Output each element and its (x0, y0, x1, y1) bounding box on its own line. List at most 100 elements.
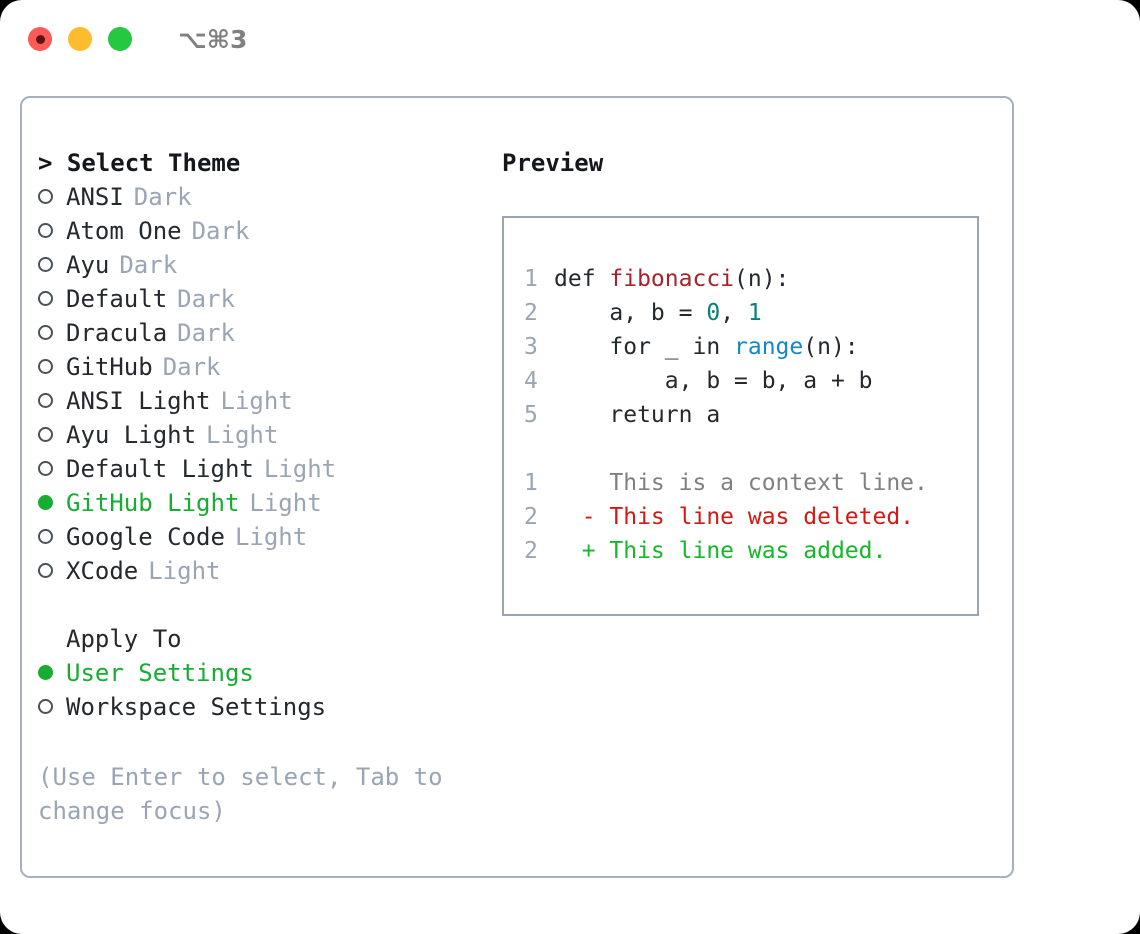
select-theme-header: > Select Theme (38, 149, 241, 177)
theme-item-label: Default (66, 285, 168, 313)
theme-variant-badge: Dark (133, 183, 192, 211)
keyboard-hint-line-1: (Use Enter to select, Tab to (38, 763, 443, 791)
theme-item[interactable]: Dracula Dark (38, 316, 478, 350)
line-number: 1 (524, 266, 538, 292)
code-token-plain: , (720, 300, 748, 326)
diff-line-text: + This line was added. (554, 538, 887, 564)
radio-unselected-icon (38, 214, 66, 248)
radio-unselected-icon (38, 520, 66, 554)
keyboard-shortcut-label: ⌥⌘3 (178, 24, 248, 54)
theme-item-label: GitHub Light (66, 489, 240, 517)
radio-bullet (38, 256, 53, 272)
line-number: 2 (524, 504, 538, 530)
preview-title: Preview (502, 149, 604, 177)
theme-variant-badge: Dark (162, 353, 221, 381)
theme-variant-badge: Dark (191, 217, 250, 245)
radio-unselected-icon (38, 554, 66, 588)
minimize-button[interactable] (68, 27, 92, 51)
keyboard-hint: (Use Enter to select, Tab to change focu… (38, 760, 458, 828)
radio-unselected-icon (38, 452, 66, 486)
theme-item-label: ANSI (66, 183, 124, 211)
apply-to-option[interactable]: Workspace Settings (38, 690, 478, 724)
code-token-plain: def (554, 266, 610, 292)
code-token-plain: a, b = (554, 300, 707, 326)
radio-unselected-icon (38, 690, 66, 724)
apply-to-header: Apply To (66, 625, 182, 653)
theme-variant-badge: Light (220, 387, 293, 415)
radio-bullet (38, 426, 53, 442)
radio-unselected-icon (38, 384, 66, 418)
code-token-plain: for _ in (554, 334, 735, 360)
theme-item-label: ANSI Light (66, 387, 211, 415)
theme-item[interactable]: GitHub Light Light (38, 486, 478, 520)
code-token-plain: (n): (803, 334, 859, 360)
radio-bullet (38, 528, 53, 544)
theme-item-label: Google Code (66, 523, 225, 551)
radio-unselected-icon (38, 350, 66, 384)
radio-bullet (38, 358, 53, 374)
theme-item[interactable]: ANSI Dark (38, 180, 478, 214)
line-number: 2 (524, 538, 538, 564)
apply-to-option[interactable]: User Settings (38, 656, 478, 690)
theme-item-label: Default Light (66, 455, 254, 483)
theme-item[interactable]: GitHub Dark (38, 350, 478, 384)
diff-sample: 1 This is a context line.2 - This line w… (524, 466, 977, 568)
theme-item-label: XCode (66, 557, 139, 585)
code-token-num: 1 (747, 300, 762, 326)
radio-selected-icon (38, 486, 66, 520)
radio-bullet (38, 460, 53, 476)
theme-item-label: Ayu Light (66, 421, 197, 449)
diff-line: 1 This is a context line. (524, 466, 977, 500)
theme-item-label: GitHub (66, 353, 153, 381)
code-token-plain: a, b = b, a + b (554, 368, 873, 394)
apply-to-option-label: Workspace Settings (66, 693, 327, 721)
theme-variant-badge: Dark (119, 251, 178, 279)
radio-bullet (38, 698, 53, 714)
radio-bullet (38, 664, 53, 680)
theme-item[interactable]: ANSI Light Light (38, 384, 478, 418)
radio-unselected-icon (38, 282, 66, 316)
diff-line: 2 - This line was deleted. (524, 500, 977, 534)
theme-variant-badge: Dark (177, 319, 235, 347)
theme-variant-badge: Light (249, 489, 322, 517)
line-number: 4 (524, 368, 538, 394)
radio-bullet (38, 494, 53, 510)
diff-line-text: - This line was deleted. (554, 504, 915, 530)
radio-selected-icon (38, 656, 66, 690)
code-token-plain: (n): (734, 266, 790, 292)
radio-unselected-icon (38, 316, 66, 350)
code-token-builtin: range (734, 334, 804, 360)
theme-variant-badge: Light (206, 421, 279, 449)
radio-bullet (38, 222, 53, 238)
theme-item[interactable]: Ayu Light Light (38, 418, 478, 452)
radio-unselected-icon (38, 248, 66, 282)
line-number: 2 (524, 300, 538, 326)
list-spacer (38, 588, 478, 622)
code-line: 4 a, b = b, a + b (524, 364, 977, 398)
maximize-button[interactable] (108, 27, 132, 51)
diff-line-text: This is a context line. (554, 470, 928, 496)
title-bar: ⌥⌘3 (0, 0, 1140, 78)
radio-unselected-icon (38, 180, 66, 214)
close-button[interactable] (28, 27, 52, 51)
radio-bullet (38, 392, 53, 408)
theme-item-label: Dracula (66, 319, 168, 347)
keyboard-hint-line-2: change focus) (38, 797, 226, 825)
diff-line: 2 + This line was added. (524, 534, 977, 568)
code-line: 2 a, b = 0, 1 (524, 296, 977, 330)
code-token-plain: return a (554, 402, 721, 428)
